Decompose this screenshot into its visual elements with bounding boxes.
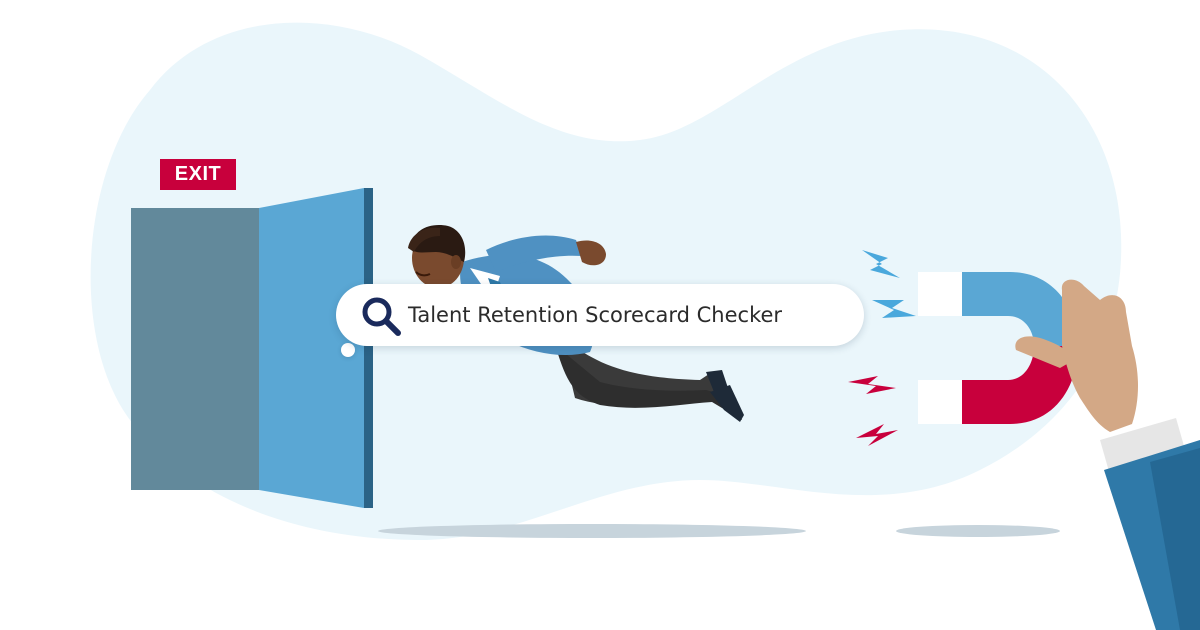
- lightning-red-mid: [848, 376, 896, 394]
- lightning-red-bottom: [856, 424, 898, 446]
- magnet: [918, 272, 1078, 424]
- search-icon: [362, 297, 401, 336]
- floor-shadow-right: [896, 525, 1060, 537]
- exit-door: [131, 188, 373, 508]
- search-query-text: Talent Retention Scorecard Checker: [408, 303, 783, 327]
- bubble-tail: [341, 343, 355, 357]
- lightning-blue-top: [862, 250, 900, 278]
- exit-sign-label: EXIT: [174, 163, 222, 185]
- exit-sign: EXIT: [160, 159, 236, 190]
- search-bar[interactable]: Talent Retention Scorecard Checker: [336, 284, 864, 346]
- lightning-blue-mid: [872, 300, 916, 318]
- hand-holding-magnet: [1015, 279, 1200, 630]
- floor-shadow-left: [378, 524, 806, 538]
